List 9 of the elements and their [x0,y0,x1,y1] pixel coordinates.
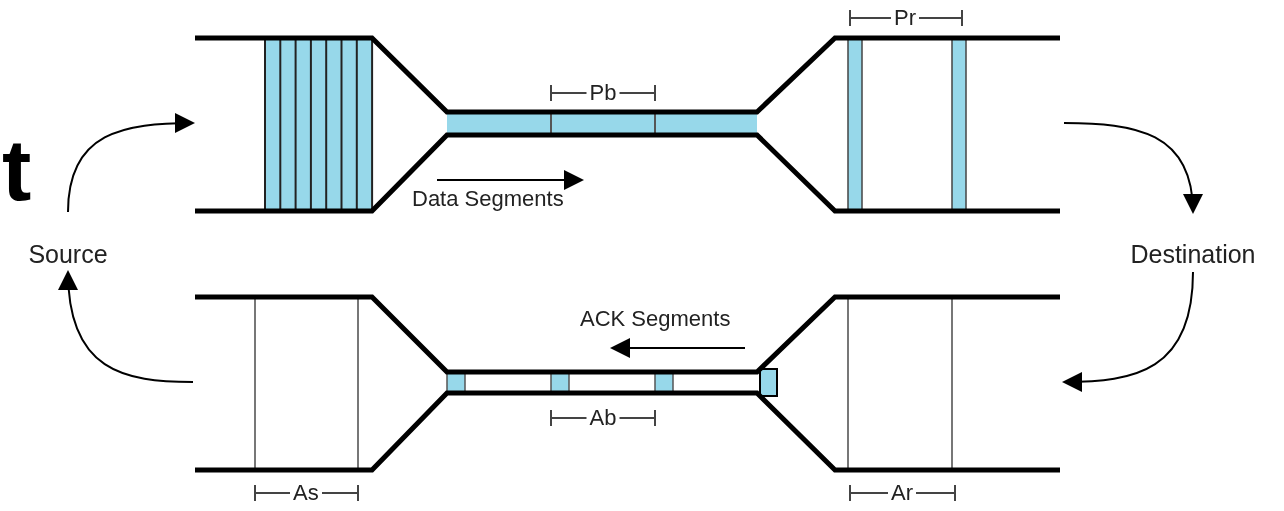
data-pipe-drawing [195,35,1062,215]
curved-arrow [1063,122,1202,214]
destination-label: Destination [1108,238,1278,270]
curved-arrow [67,113,195,213]
partial-heading: t [2,120,32,220]
curved-arrow [58,270,194,383]
source-label: Source [15,238,121,270]
ack-pipe-drawing [195,294,1062,474]
curved-arrow [1062,271,1194,392]
